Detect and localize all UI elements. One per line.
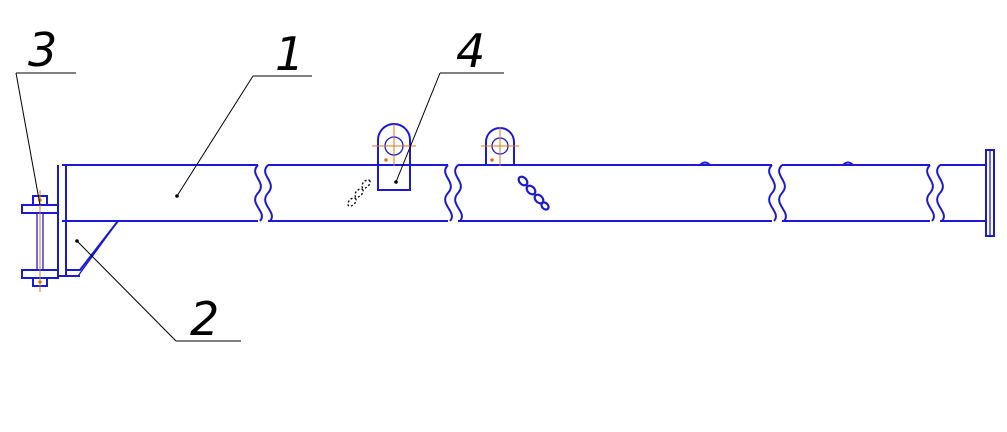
left-end-bracket (57, 165, 121, 277)
chain-symbol-dashed (347, 179, 371, 207)
chain-symbol-solid (517, 175, 550, 211)
lifting-eye-left (372, 123, 416, 191)
callout-2: 2 (75, 239, 241, 346)
callout-number-4: 4 (456, 24, 485, 78)
callout-number-1: 1 (275, 27, 304, 81)
lifting-eye-right (481, 127, 519, 166)
callout-number-3: 3 (28, 23, 57, 77)
callout-3: 3 (15, 23, 76, 206)
callout-4: 4 (394, 24, 504, 184)
end-flange (985, 149, 995, 237)
bolt-assembly (21, 190, 59, 292)
callout-1: 1 (175, 27, 312, 198)
main-beam (62, 161, 986, 222)
callout-number-2: 2 (190, 292, 219, 346)
